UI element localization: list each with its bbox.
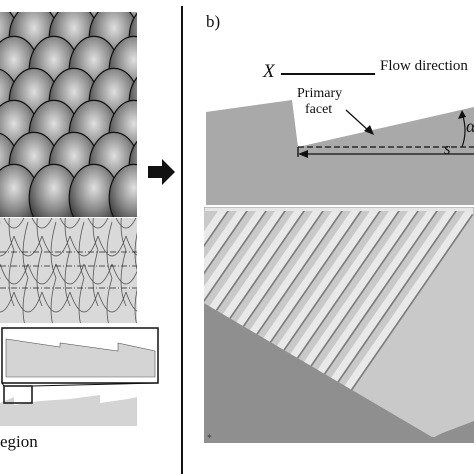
groove-edge <box>204 211 248 437</box>
sketch-scale-arc <box>69 291 99 313</box>
primary-facet-label: Primary facet <box>297 86 342 118</box>
sketch-scale-edge <box>134 288 137 327</box>
sketch-scale-arc <box>97 235 127 257</box>
region-label: egion <box>0 432 38 451</box>
sketch-scale-edge <box>22 221 29 279</box>
sketch-scale-edge <box>22 277 29 328</box>
sketch-scale-arc <box>125 291 137 312</box>
sketch-scale-arc <box>3 218 25 229</box>
sketch-scale-arc <box>111 263 137 285</box>
panel-divider <box>181 6 183 474</box>
sketch-scale-arc <box>13 291 43 313</box>
facet-profile <box>206 100 474 205</box>
groove-highlight <box>204 211 284 437</box>
riblet-surface-render: ✦ <box>204 207 474 443</box>
groove-edge <box>314 211 474 437</box>
sketch-scale-arc <box>125 235 137 256</box>
facet-cross-section <box>206 100 474 205</box>
sketch-scale-edge <box>64 249 71 307</box>
sketch-scale-edge <box>134 232 137 271</box>
transition-arrow <box>148 159 175 185</box>
s-dimension-arrowhead <box>298 150 308 158</box>
sketch-scale-edge <box>92 249 99 307</box>
groove-edge <box>204 211 267 437</box>
sketch-scale-edge <box>78 277 85 328</box>
cross-section-profile <box>0 323 162 426</box>
svg-text:✦: ✦ <box>206 432 213 441</box>
alpha-label: α <box>466 116 474 136</box>
sketch-scale-edge <box>92 218 99 251</box>
sketch-scale-arc <box>0 291 15 313</box>
sketch-scale-edge <box>36 218 43 251</box>
sketch-scale-arc <box>0 235 15 257</box>
sketch-scale-arc <box>41 291 71 313</box>
sketch-scale-arc <box>59 218 81 229</box>
sketch-scale-edge <box>120 249 127 307</box>
groove-highlight <box>204 211 265 437</box>
sketch-scale-arc <box>83 263 113 285</box>
fish-scale-photo <box>0 12 137 217</box>
axis-x-label: X <box>263 61 275 82</box>
sketch-scale-arc <box>115 218 137 229</box>
sketch-scale-edge <box>106 221 113 279</box>
front-face <box>204 303 474 443</box>
sketch-scale-edge <box>50 277 57 328</box>
axis-x-line <box>281 73 375 75</box>
sketch-scale-edge <box>64 218 71 251</box>
sketch-scale-arc <box>41 235 71 257</box>
s-label: s <box>444 139 451 158</box>
sketch-scale-arc <box>69 235 99 257</box>
sketch-scale-arc <box>87 218 109 229</box>
sketch-scale-arc <box>31 218 53 229</box>
sketch-scale-edge <box>36 249 43 307</box>
groove-highlight <box>305 211 474 437</box>
sketch-scale-arc <box>55 263 85 285</box>
panel-label-b: b) <box>206 12 221 31</box>
sketch-scale-edge <box>50 221 57 279</box>
facet-pointer-arrowhead <box>364 125 374 135</box>
sketch-scale-edge <box>106 277 113 328</box>
sketch-scale-edge <box>120 218 127 251</box>
sketch-scale-edge <box>8 249 15 307</box>
scale-pattern-sketch <box>0 218 137 328</box>
sketch-scale-arc <box>97 291 127 313</box>
sketch-scale-edge <box>78 221 85 279</box>
sketch-scale-arc <box>13 235 43 257</box>
primary-facet-label-line-1: Primary <box>297 86 343 101</box>
fish-scale <box>108 163 137 217</box>
selection-box <box>3 385 33 404</box>
sketch-scale-edge <box>8 218 15 251</box>
primary-facet-label-line-2: facet <box>305 102 333 117</box>
flow-direction-label: Flow direction <box>380 58 468 74</box>
sketch-scale-arc <box>27 263 57 285</box>
sketch-scale-arc <box>0 263 29 285</box>
